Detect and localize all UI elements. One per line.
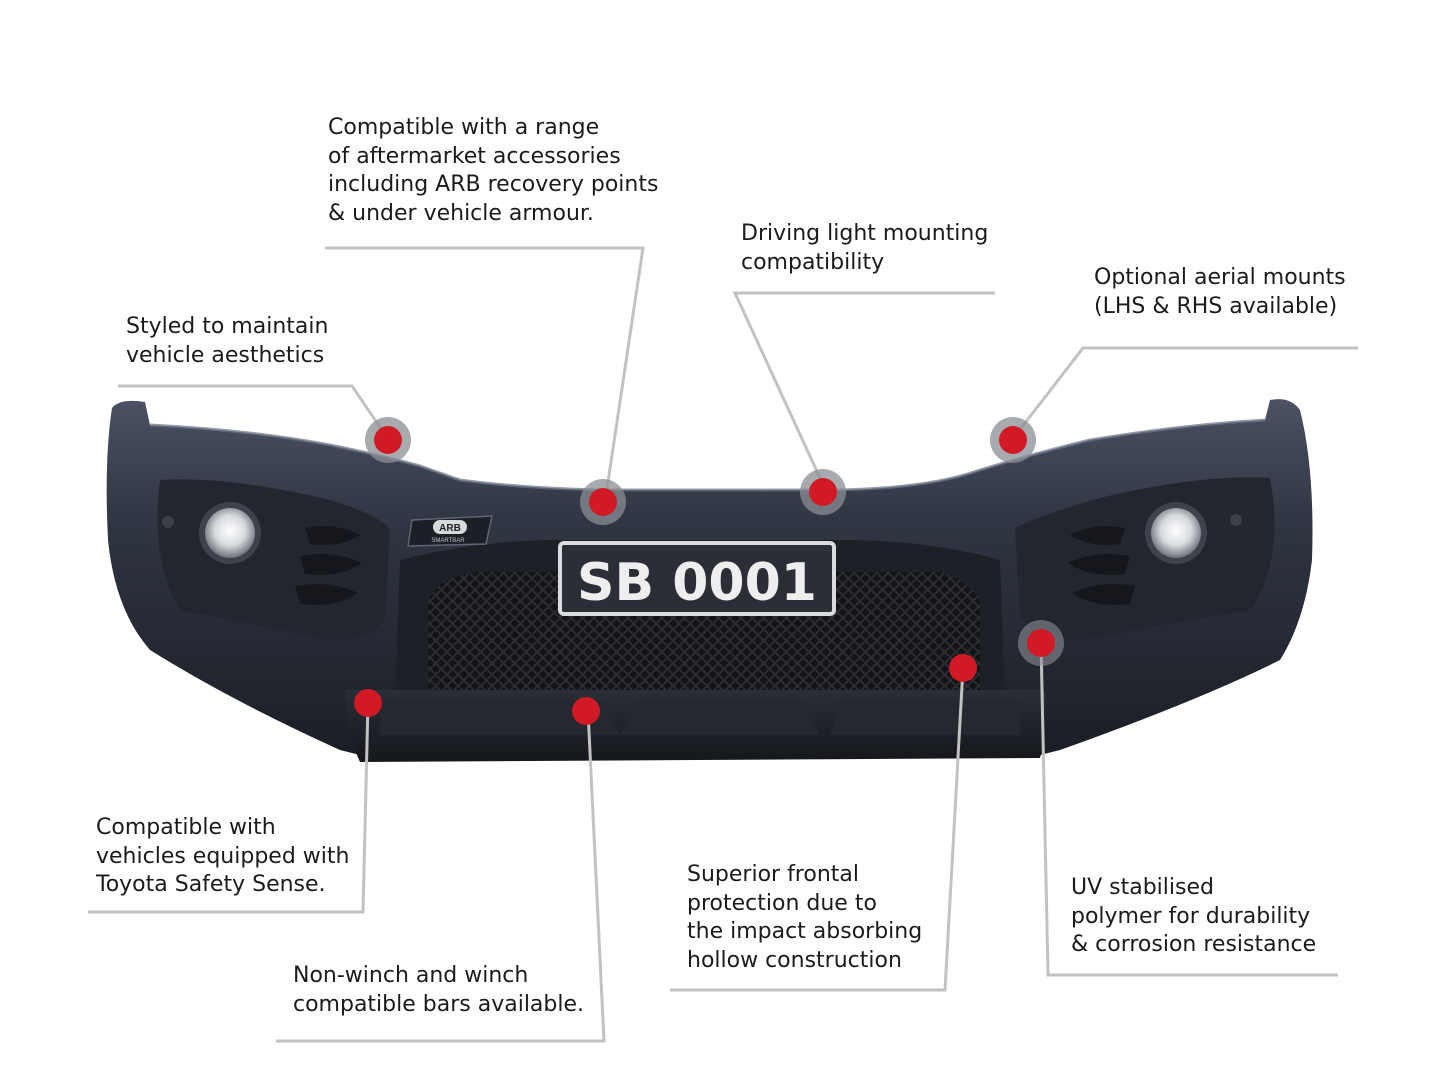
marker-safety-sense <box>354 689 382 717</box>
badge-brand: ARB <box>439 523 461 534</box>
callout-line: compatible bars available. <box>293 991 585 1017</box>
leader-frontal <box>670 667 965 992</box>
number-plate: SB 0001 <box>558 541 836 616</box>
callout-line: Non-winch and winch <box>293 963 529 988</box>
left-fog-lamp <box>162 502 261 564</box>
leader-aerial <box>1013 346 1358 437</box>
callout-line: Compatible with <box>96 815 276 840</box>
marker-uv <box>1018 620 1064 666</box>
callout-line: vehicles equipped with <box>96 843 350 869</box>
callout-line: & corrosion resistance <box>1071 932 1317 957</box>
callout-aerial: Optional aerial mounts (LHS & RHS availa… <box>1094 264 1346 321</box>
marker-winch <box>572 697 600 725</box>
callout-driving-light: Driving light mounting compatibility <box>741 220 988 277</box>
callout-line: protection due to <box>687 890 877 916</box>
marker-styled <box>365 417 411 463</box>
marker-driving-light <box>800 469 846 515</box>
leader-uv <box>1039 641 1338 977</box>
callout-uv: UV stabilised polymer for durability & c… <box>1071 874 1316 960</box>
right-lamp-panel <box>1015 477 1275 640</box>
callout-line: Styled to maintain <box>126 314 329 339</box>
leader-lines <box>88 246 1358 1043</box>
callout-line: hollow construction <box>687 947 902 973</box>
marker-aerial <box>990 417 1036 463</box>
callout-line: (LHS & RHS available) <box>1094 293 1338 319</box>
callout-accessories: Compatible with a range of aftermarket a… <box>328 114 658 228</box>
right-vents <box>1068 526 1135 605</box>
callout-line: the impact absorbing <box>687 919 923 944</box>
leader-winch <box>276 710 606 1043</box>
feature-markers <box>354 417 1064 725</box>
left-vents <box>295 526 362 605</box>
marker-frontal <box>949 654 977 682</box>
right-fog-lamp <box>1145 502 1242 564</box>
callout-line: Superior frontal <box>687 862 859 887</box>
callout-line: Toyota Safety Sense. <box>96 872 326 897</box>
callout-line: of aftermarket accessories <box>328 143 621 169</box>
badge-subtitle: SMARTBAR <box>431 538 465 544</box>
callout-line: & under vehicle armour. <box>328 200 594 226</box>
callout-line: Optional aerial mounts <box>1094 265 1346 290</box>
callout-winch: Non-winch and winch compatible bars avai… <box>293 962 584 1019</box>
callout-frontal: Superior frontal protection due to the i… <box>687 861 922 975</box>
leader-styled <box>118 384 388 437</box>
callout-line: Driving light mounting <box>741 221 989 246</box>
leader-driving-light <box>732 291 995 479</box>
plate-number: SB 0001 <box>577 553 817 613</box>
leader-accessories <box>325 246 645 503</box>
callout-safety-sense: Compatible with vehicles equipped with T… <box>96 814 349 900</box>
callout-line: including ARB recovery points <box>328 172 659 197</box>
leader-safety-sense <box>88 701 370 914</box>
callout-line: UV stabilised <box>1071 875 1214 900</box>
arb-badge: ARB SMARTBAR <box>407 515 493 547</box>
marker-accessories <box>580 479 626 525</box>
callout-line: Compatible with a range <box>328 115 600 140</box>
callout-line: vehicle aesthetics <box>126 342 325 368</box>
callout-line: polymer for durability <box>1071 903 1311 929</box>
callout-styled: Styled to maintain vehicle aesthetics <box>126 313 328 370</box>
callout-line: compatibility <box>741 249 885 275</box>
